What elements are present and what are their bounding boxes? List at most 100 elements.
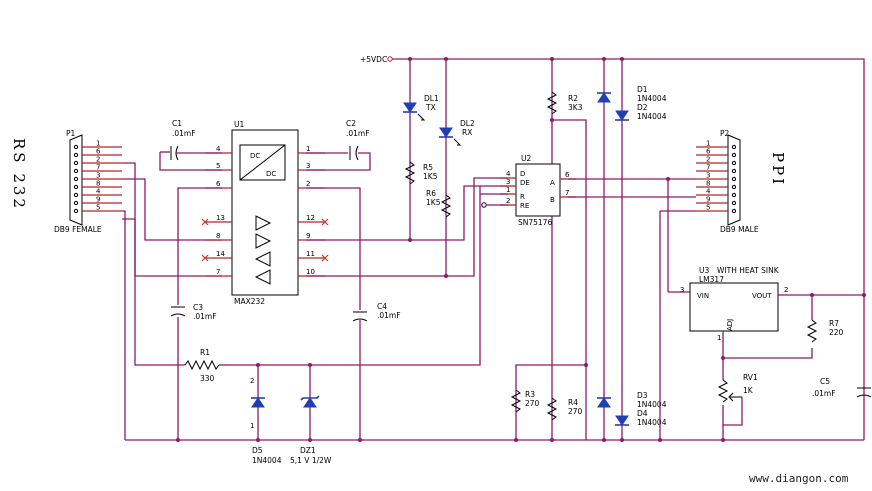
u1-right-pin-number: 9 — [306, 232, 310, 240]
d2-part: 1N4004 — [637, 112, 667, 121]
d4-label: D4 — [637, 409, 648, 418]
u2-part: SN75176 — [518, 218, 552, 227]
db9-contact — [73, 192, 79, 198]
u2-r: R — [520, 193, 525, 201]
p2-pin-number: 4 — [706, 188, 711, 196]
c4-value: .01mF — [377, 311, 401, 320]
r7-bottom-wire — [723, 348, 813, 359]
diode-d3: D3 1N4004 — [597, 391, 667, 409]
p1-pin-number: 3 — [96, 172, 100, 180]
dz1-label: DZ1 — [300, 446, 316, 455]
resistor-r3: R3 270 — [510, 389, 540, 413]
p2-pin-number: 3 — [706, 172, 710, 180]
watermark: www.diangon.com — [749, 472, 849, 485]
u1-left-pin-number: 13 — [216, 214, 225, 222]
resistor-r4: R4 270 — [546, 397, 583, 421]
u2-re: RE — [520, 202, 529, 210]
u3-pin-number: 2 — [784, 286, 788, 294]
db9-contact — [731, 176, 737, 182]
u2-a-wire — [568, 178, 669, 292]
c3-label: C3 — [193, 303, 203, 312]
d5-pin: 1 — [250, 422, 254, 430]
u2-left-pin-number: 1 — [506, 186, 510, 194]
d5-part: 1N4004 — [252, 456, 282, 465]
dl2-signal: RX — [462, 128, 472, 137]
db9-contact — [731, 168, 737, 174]
u1-dc-top: DC — [250, 152, 260, 160]
resistor-r1: R1 330 — [184, 348, 230, 383]
diode-d4: D4 1N4004 — [615, 409, 667, 427]
junction-dot — [444, 274, 448, 278]
led-dl2: DL2 RX — [439, 119, 475, 146]
c1-label: C1 — [172, 119, 182, 128]
u1-dc-bottom: DC — [266, 170, 276, 178]
r3-value: 270 — [525, 399, 540, 408]
u2-enable-wire — [230, 186, 481, 366]
led-dl1: DL1 TX — [403, 94, 439, 121]
u1-right-pin-number: 12 — [306, 214, 315, 222]
r7-label: R7 — [829, 319, 839, 328]
u1-left-pin-number: 14 — [216, 250, 225, 258]
p1-pin3-wire — [122, 178, 222, 241]
u2-left-pin-number: 2 — [506, 197, 510, 205]
p1-label: P1 — [66, 129, 76, 138]
d3-label: D3 — [637, 391, 648, 400]
p1-pin-number: 5 — [96, 204, 100, 212]
p1-pin-number: 2 — [96, 156, 100, 164]
diode-d2: D2 1N4004 — [615, 103, 667, 121]
p1-pin-number: 9 — [96, 196, 100, 204]
rv1-value: 1K — [743, 386, 754, 395]
p1-desc: DB9 FEMALE — [54, 225, 102, 234]
u3-adj: ADJ — [726, 319, 734, 331]
u1-left-pin-number: 8 — [216, 232, 220, 240]
p2-pin-number: 1 — [706, 140, 710, 148]
r5-label: R5 — [423, 163, 433, 172]
vcc-label: +5VDC — [360, 55, 387, 64]
capacitor-c3: C3 .01mF — [170, 303, 217, 321]
p2-pin-number: 6 — [706, 148, 711, 156]
c5-value: .01mF — [812, 389, 836, 398]
r3-wire — [515, 364, 586, 440]
r1-value: 330 — [200, 374, 215, 383]
u2-left-pin-number: 4 — [506, 170, 511, 178]
r2-value: 3K3 — [568, 103, 583, 112]
r2-to-bus — [552, 119, 587, 440]
r3-label: R3 — [525, 390, 535, 399]
u1-pin9-wire — [306, 185, 508, 241]
junction-dot — [408, 238, 412, 242]
u2-de: DE — [520, 179, 530, 187]
dl1-label: DL1 — [424, 94, 439, 103]
u2-a: A — [550, 179, 555, 187]
p2-pin-number: 9 — [706, 196, 710, 204]
u1-pin6-wire — [177, 187, 222, 305]
p1-pin-number: 1 — [96, 140, 100, 148]
r2-label: R2 — [568, 94, 578, 103]
d5-label: D5 — [252, 446, 263, 455]
d4-part: 1N4004 — [637, 418, 667, 427]
c5-label: C5 — [820, 377, 830, 386]
db9-contact — [731, 192, 737, 198]
u1-left-pin-number: 5 — [216, 162, 220, 170]
u1-pin10-wire — [306, 177, 508, 277]
u2-left-pin-number: 3 — [506, 178, 510, 186]
u3-vout: VOUT — [752, 292, 772, 300]
p2-desc: DB9 MALE — [720, 225, 759, 234]
db9-contact — [731, 200, 737, 206]
db9-contact — [731, 144, 737, 150]
capacitor-c4: C4 .01mF — [352, 302, 401, 322]
r4-value: 270 — [568, 407, 583, 416]
u2-right-pin-number: 6 — [565, 171, 570, 179]
u2-right-pin-number: 7 — [565, 189, 569, 197]
p2-pin-number: 7 — [706, 164, 710, 172]
dl1-signal: TX — [425, 103, 436, 112]
p2-label: P2 — [720, 129, 730, 138]
c3-value: .01mF — [193, 312, 217, 321]
c2-value: .01mF — [346, 129, 370, 138]
p2-pin-number: 5 — [706, 204, 710, 212]
c4-label: C4 — [377, 302, 387, 311]
d5-pin: 2 — [250, 377, 254, 385]
potentiometer-rv1: RV1 1K — [717, 373, 758, 426]
u1-right-pin-number: 2 — [306, 180, 310, 188]
